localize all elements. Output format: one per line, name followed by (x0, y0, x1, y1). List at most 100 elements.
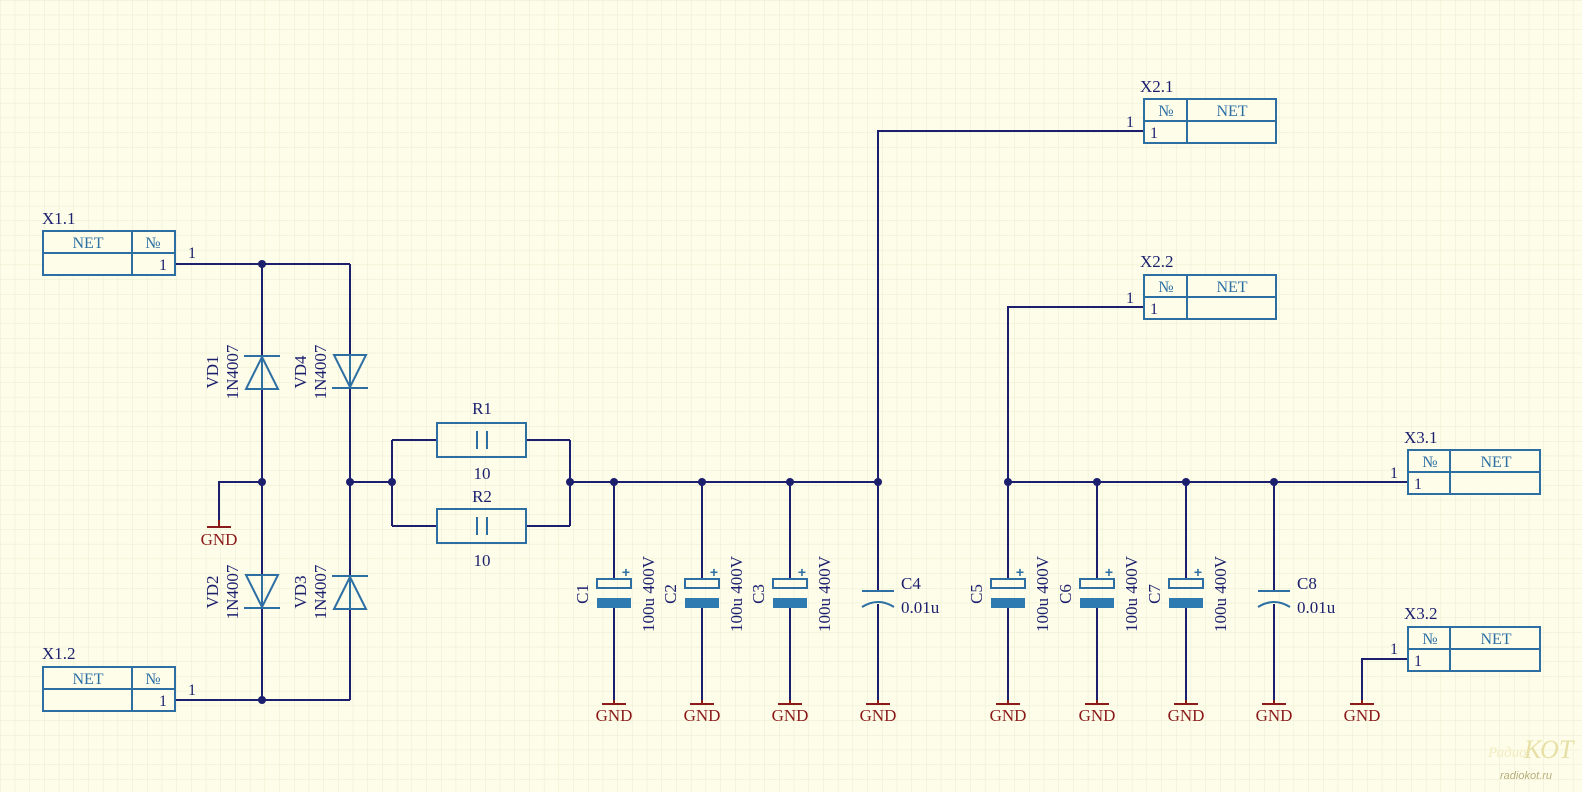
gnd-label: GND (990, 706, 1027, 725)
diode-vd3: VD3 1N4007 (291, 564, 368, 619)
gnd-label: GND (201, 530, 238, 549)
capacitor-value: 100u 400V (1122, 555, 1141, 632)
gnd-symbol: GND (1079, 700, 1116, 725)
wire-pin-number: 1 (1390, 641, 1398, 658)
connector-col-net: NET (1216, 103, 1247, 120)
polarity-mark: + (622, 564, 630, 580)
connector-x2-1: X2.1 № NET 1 1 (1126, 77, 1277, 144)
connector-pin: 1 (159, 693, 167, 710)
resistor-r1: R1 10 (436, 399, 527, 483)
diode-vd2: VD2 1N4007 (203, 564, 280, 619)
gnd-symbol: GND (772, 700, 809, 725)
capacitor-c7: + C7 100u 400V (1145, 555, 1230, 632)
gnd-symbol: GND (1256, 700, 1293, 725)
gnd-label: GND (860, 706, 897, 725)
capacitor-c1: + C1 100u 400V (573, 555, 658, 632)
wire-pin-number: 1 (1126, 114, 1134, 131)
polarity-mark: + (798, 564, 806, 580)
wire-pin-number: 1 (1126, 290, 1134, 307)
diode-ref: VD2 (203, 575, 222, 608)
polarity-mark: + (1016, 564, 1024, 580)
watermark-logo: Радио КОТ radiokot.ru (1487, 735, 1575, 782)
connector-col-net: NET (72, 235, 103, 252)
gnd-symbol: GND (684, 700, 720, 725)
gnd-symbol: GND (596, 700, 633, 725)
capacitor-ref: C4 (901, 574, 921, 593)
capacitor-ref: C6 (1056, 584, 1075, 604)
resistor-value: 10 (474, 551, 491, 570)
wire-pin-number: 1 (188, 245, 196, 262)
connector-col-no: № (1422, 454, 1437, 471)
resistor-r2: R2 10 (436, 487, 527, 570)
connector-col-no: № (1158, 279, 1173, 296)
gnd-label: GND (1256, 706, 1293, 725)
capacitor-value: 0.01u (1297, 598, 1336, 617)
gnd-label: GND (1344, 706, 1381, 725)
capacitor-c2: + C2 100u 400V (661, 555, 746, 632)
resistor-value: 10 (474, 464, 491, 483)
watermark-site: radiokot.ru (1500, 770, 1552, 782)
capacitor-c8: C8 0.01u (1257, 574, 1336, 617)
diode-ref: VD4 (291, 355, 310, 389)
polarity-mark: + (710, 564, 718, 580)
connector-ref: X1.1 (42, 209, 76, 228)
gnd-label: GND (772, 706, 809, 725)
capacitor-value: 0.01u (901, 598, 940, 617)
connector-pin: 1 (1150, 125, 1158, 142)
diode-part: 1N4007 (223, 344, 242, 399)
capacitor-ref: C5 (967, 584, 986, 604)
capacitor-value: 100u 400V (727, 555, 746, 632)
diode-ref: VD1 (203, 355, 222, 388)
connector-pin: 1 (1150, 301, 1158, 318)
connector-col-net: NET (1480, 631, 1511, 648)
polarity-mark: + (1194, 564, 1202, 580)
wires (175, 130, 1408, 701)
wire-pin-number: 1 (1390, 465, 1398, 482)
gnd-label: GND (596, 706, 633, 725)
gnd-symbol: GND (1168, 700, 1204, 725)
connector-col-no: № (1158, 103, 1173, 120)
gnd-symbol: GND (990, 700, 1027, 725)
resistor-ref: R1 (472, 399, 492, 418)
capacitor-ref: C8 (1297, 574, 1317, 593)
connector-ref: X2.2 (1140, 252, 1174, 271)
connector-pin: 1 (1414, 653, 1422, 670)
gnd-symbol: GND (201, 520, 238, 549)
connector-col-no: № (145, 671, 160, 688)
capacitor-value: 100u 400V (1033, 555, 1052, 632)
connector-pin: 1 (159, 257, 167, 274)
connector-col-no: № (1422, 631, 1437, 648)
connector-col-net: NET (72, 671, 103, 688)
capacitor-ref: C1 (573, 584, 592, 604)
junctions (258, 260, 1278, 704)
gnd-label: GND (1079, 706, 1116, 725)
capacitor-value: 100u 400V (639, 555, 658, 632)
diode-vd4: VD4 1N4007 (291, 344, 368, 399)
capacitor-ref: C7 (1145, 584, 1164, 604)
connector-col-net: NET (1480, 454, 1511, 471)
wire-pin-number: 1 (188, 682, 196, 699)
diode-part: 1N4007 (311, 344, 330, 399)
connector-ref: X3.2 (1404, 604, 1438, 623)
connector-col-net: NET (1216, 279, 1247, 296)
gnd-symbol: GND (1344, 700, 1381, 725)
connector-ref: X3.1 (1404, 428, 1438, 447)
resistor-ref: R2 (472, 487, 492, 506)
connector-ref: X1.2 (42, 644, 76, 663)
connector-x1-2: X1.2 NET № 1 1 (42, 644, 196, 712)
polarity-mark: + (1105, 564, 1113, 580)
connector-x3-2: X3.2 № NET 1 1 (1390, 604, 1541, 672)
capacitor-ref: C2 (661, 584, 680, 604)
diode-part: 1N4007 (223, 564, 242, 619)
capacitor-c4: C4 0.01u (861, 574, 940, 617)
connector-col-no: № (145, 235, 160, 252)
capacitor-c6: + C6 100u 400V (1056, 555, 1141, 632)
connector-ref: X2.1 (1140, 77, 1174, 96)
capacitor-ref: C3 (749, 584, 768, 604)
diode-part: 1N4007 (311, 564, 330, 619)
connector-x2-2: X2.2 № NET 1 1 (1126, 252, 1277, 320)
gnd-symbol: GND (860, 700, 897, 725)
diode-ref: VD3 (291, 575, 310, 608)
connector-pin: 1 (1414, 476, 1422, 493)
